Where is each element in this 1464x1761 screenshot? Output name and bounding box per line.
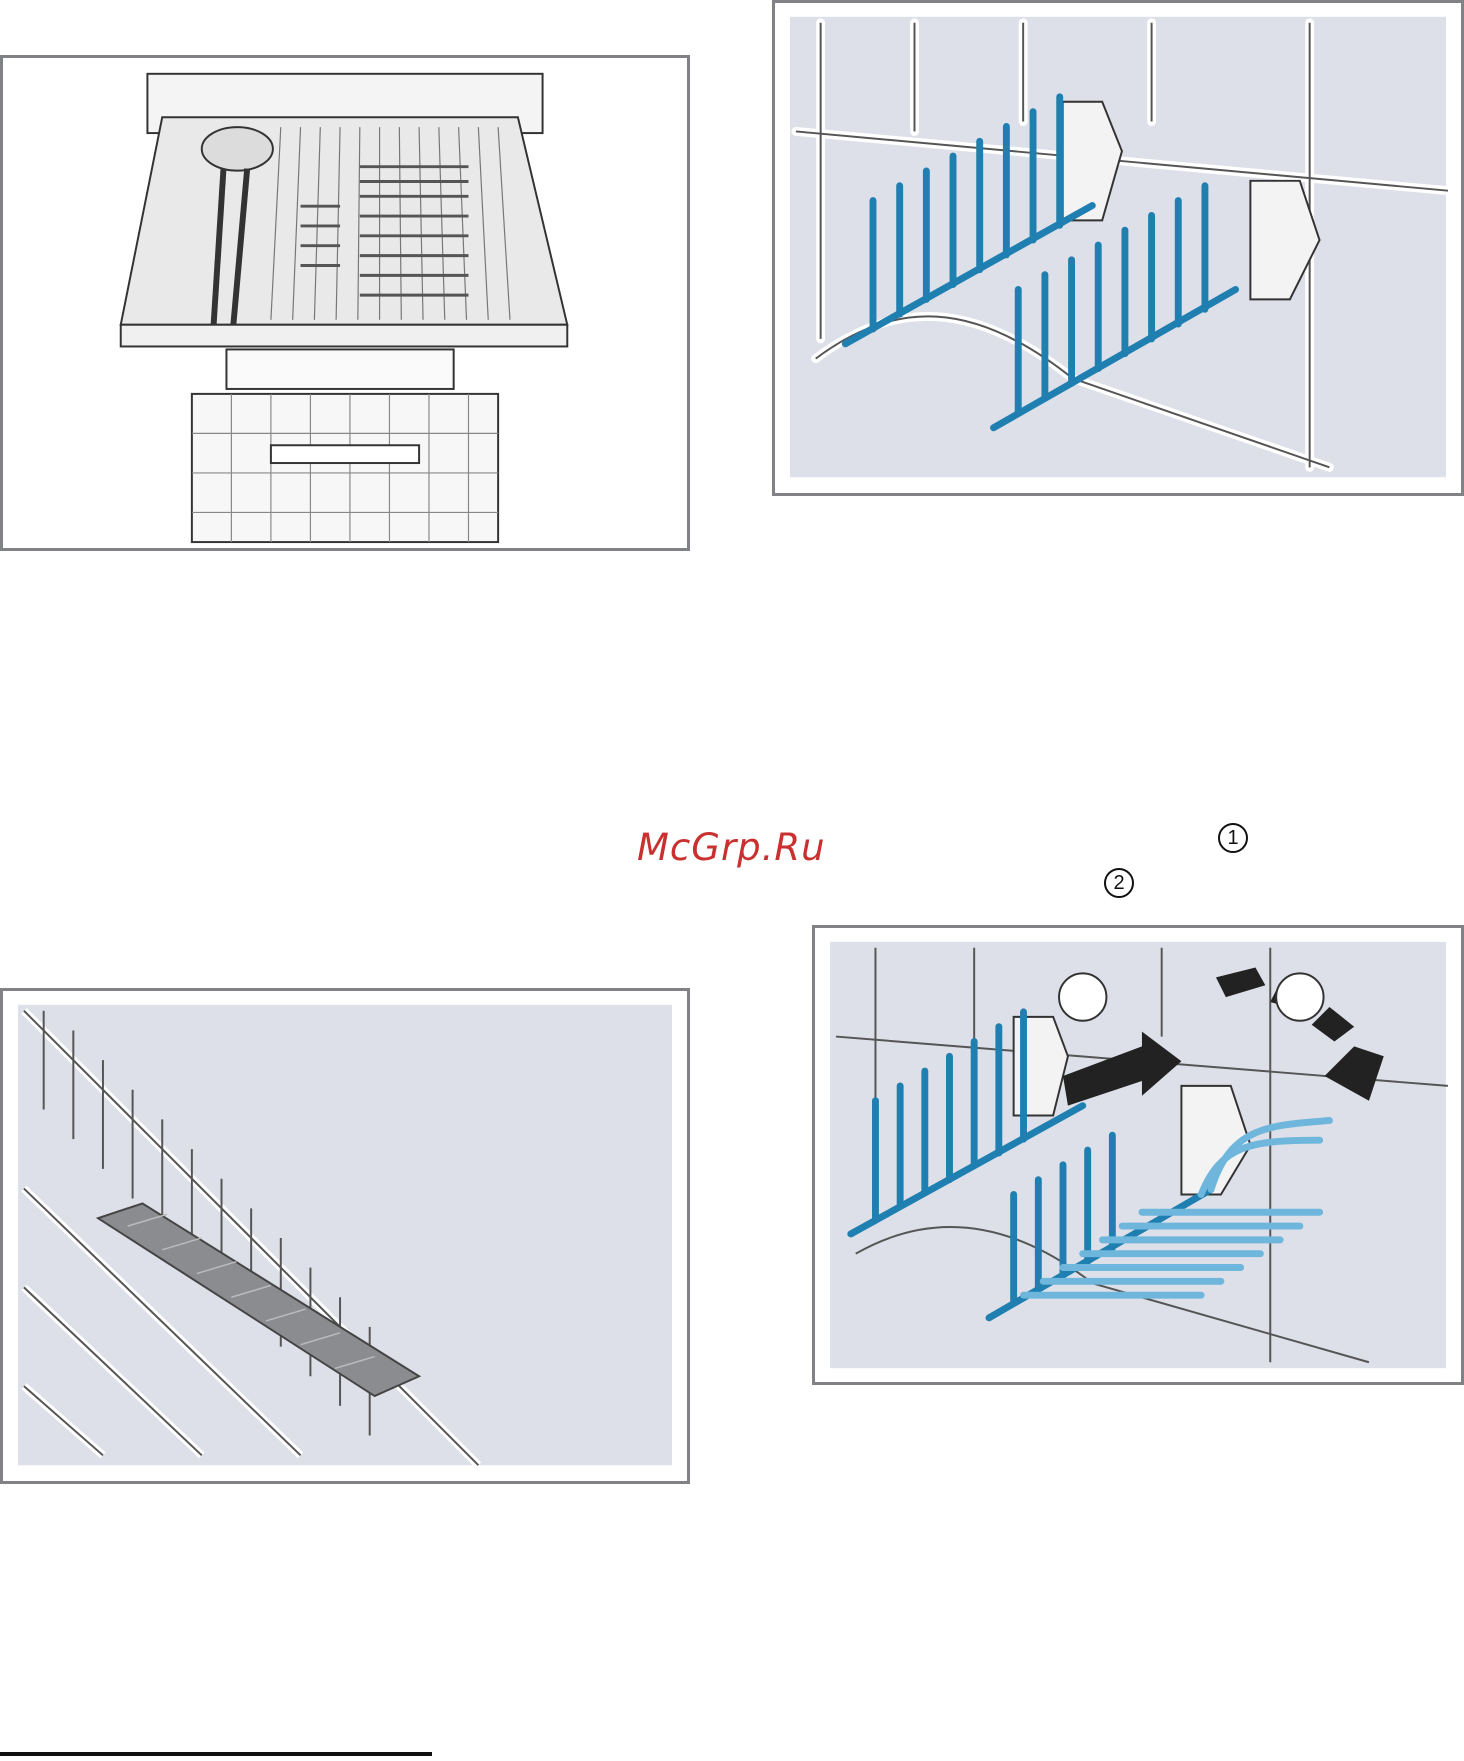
figure-cutlery-drawer	[0, 55, 690, 551]
footer-rule	[0, 1752, 432, 1756]
figure-rack-mat	[0, 988, 690, 1484]
rack-mat-illustration	[3, 991, 687, 1481]
step-marker-1: 1	[1218, 823, 1248, 853]
tines-folding-illustration	[815, 928, 1461, 1382]
step-marker-2: 2	[1104, 868, 1134, 898]
figure-tines-folding	[812, 925, 1464, 1385]
fold-down-tines-illustration	[775, 3, 1461, 493]
figure-fold-down-tines	[772, 0, 1464, 496]
watermark: McGrp.Ru	[637, 826, 826, 869]
cutlery-drawer-illustration	[3, 58, 687, 548]
